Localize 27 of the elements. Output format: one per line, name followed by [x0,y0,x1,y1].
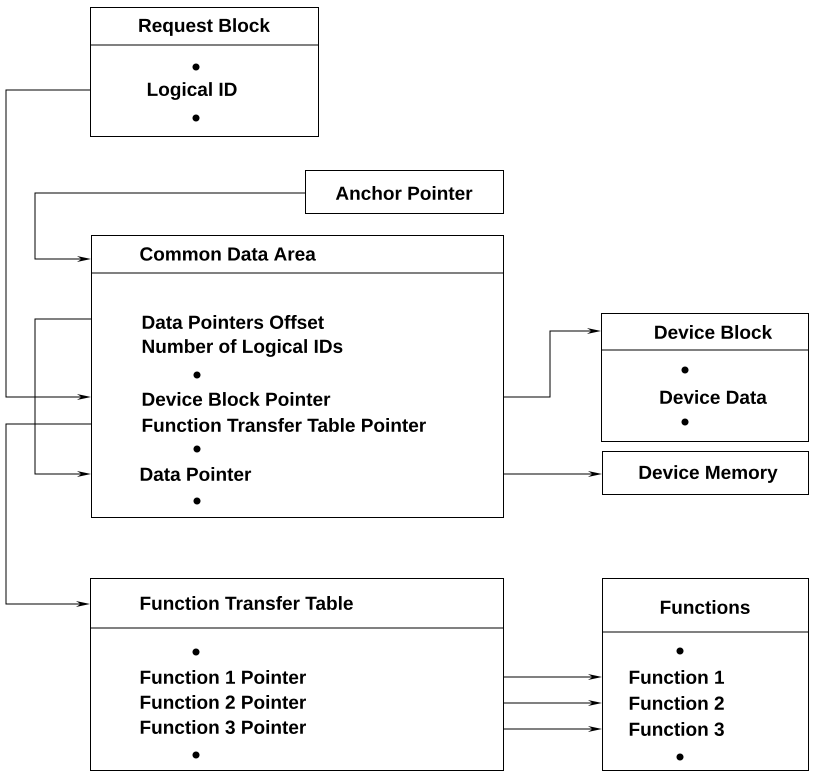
field-label: Anchor Pointer [336,186,472,200]
box-title: Common Data Area [140,247,316,261]
record-box [602,578,809,771]
record-box [90,578,504,771]
field-label: Function 1 Pointer [140,670,306,684]
field-label: Data Pointer [140,467,252,481]
box-title: Functions [660,600,750,614]
record-box [600,313,809,442]
field-label: Function 2 [630,696,724,710]
field-label: Function 3 [630,722,724,736]
field-label: Device Memory [640,465,778,483]
field-label: Device Block Pointer [142,392,330,406]
record-box [305,170,504,214]
field-label: Function 1 [630,670,724,684]
field-label: Function 2 Pointer [140,695,306,709]
record-box [90,235,504,518]
field-label: Device Data [660,390,767,404]
field-label: Function Transfer Table Pointer [142,418,426,432]
box-title: Device Block [655,325,772,339]
record-box [90,7,319,137]
box-title: Request Block [139,18,270,36]
field-label: Data Pointers Offset [142,315,324,329]
field-label: Number of Logical IDs [142,339,342,357]
record-box [602,451,809,495]
field-label: Logical ID [148,82,237,100]
box-title: Function Transfer Table [140,596,353,610]
field-label: Function 3 Pointer [140,720,306,734]
